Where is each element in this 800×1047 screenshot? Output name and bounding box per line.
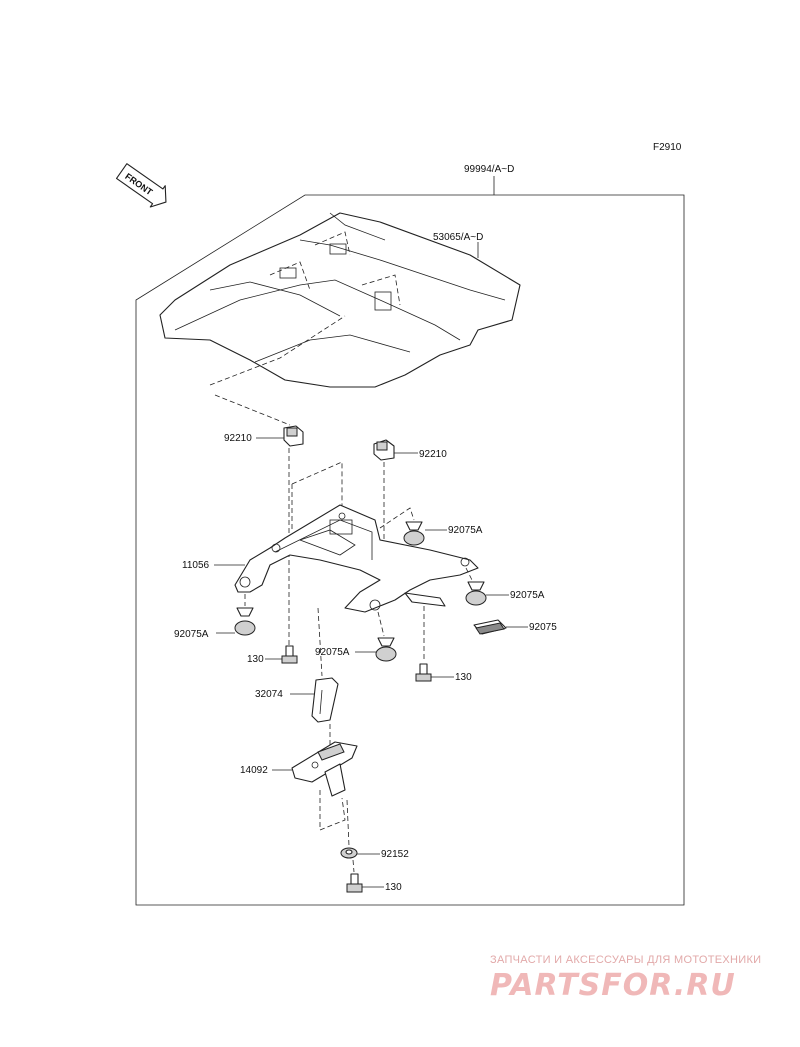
label-damper-center: 92075A bbox=[315, 647, 350, 658]
damper-right bbox=[465, 581, 487, 606]
front-arrow-icon: FRONT bbox=[115, 163, 167, 208]
label-washer: 92152 bbox=[381, 849, 409, 860]
label-stay: 32074 bbox=[255, 689, 283, 700]
label-bolt-bottom: 130 bbox=[385, 882, 402, 893]
mounting-bracket bbox=[234, 504, 479, 613]
label-damper-left: 92075A bbox=[174, 629, 209, 640]
figure-code: F2910 bbox=[653, 142, 682, 153]
bolt-bottom bbox=[346, 873, 363, 893]
nut-left bbox=[283, 425, 304, 447]
watermark: ЗАПЧАСТИ И АКСЕССУАРЫ ДЛЯ МОТОТЕХНИКИ PA… bbox=[490, 954, 761, 1003]
holder bbox=[291, 741, 358, 797]
label-damper-right: 92075A bbox=[510, 590, 545, 601]
damper-left bbox=[234, 607, 256, 636]
label-nut-left: 92210 bbox=[224, 433, 252, 444]
bolt-right bbox=[415, 663, 432, 682]
label-nut-right: 92210 bbox=[419, 449, 447, 460]
label-cover: 53065/A~D bbox=[433, 232, 483, 243]
seat-cover bbox=[159, 212, 521, 388]
label-bolt-right: 130 bbox=[455, 672, 472, 683]
label-assembly: 99994/A~D bbox=[464, 164, 514, 175]
damper-center bbox=[375, 637, 397, 662]
label-holder: 14092 bbox=[240, 765, 268, 776]
watermark-logo: PARTSFOR.RU bbox=[490, 968, 736, 1003]
label-bolt-left: 130 bbox=[247, 654, 264, 665]
watermark-subtitle: ЗАПЧАСТИ И АКСЕССУАРЫ ДЛЯ МОТОТЕХНИКИ bbox=[490, 954, 761, 966]
nut-right bbox=[373, 439, 395, 461]
bolt-left bbox=[281, 645, 298, 664]
damper-flat bbox=[473, 619, 507, 635]
label-damper-flat: 92075 bbox=[529, 622, 557, 633]
stay bbox=[311, 677, 339, 723]
assembly-outline bbox=[135, 194, 685, 906]
washer bbox=[340, 847, 358, 859]
damper-upper-right bbox=[403, 521, 425, 546]
label-damper-upper-right: 92075A bbox=[448, 525, 483, 536]
label-bracket: 11056 bbox=[182, 560, 210, 571]
flat-plate bbox=[404, 592, 446, 607]
